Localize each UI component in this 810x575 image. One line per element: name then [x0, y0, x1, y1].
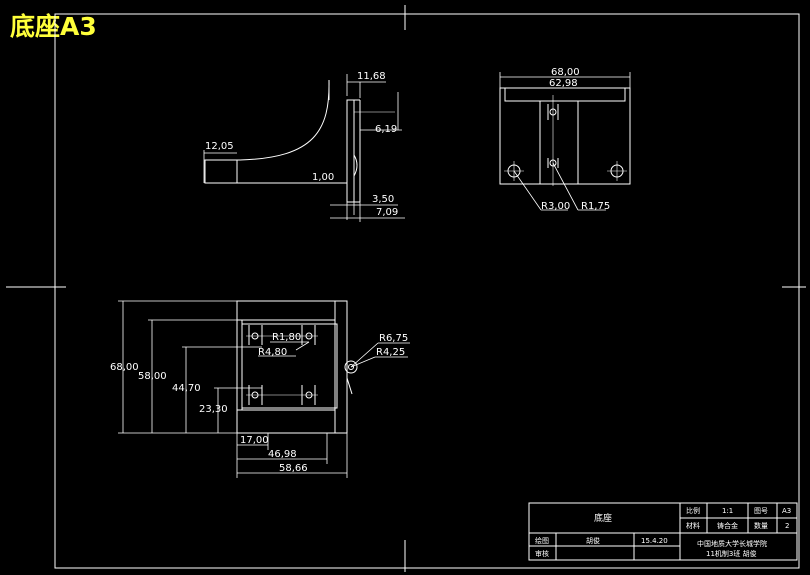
front-view-outline — [236, 300, 358, 434]
sheet-title: 底座A3 — [10, 12, 97, 41]
top-view-outline — [499, 87, 631, 186]
title-block-class-info: 11机制3班 胡俊 — [706, 549, 757, 558]
top-dim-r1-75: R1,75 — [581, 201, 610, 212]
title-block-drawing-no-label: 图号 — [754, 507, 768, 515]
side-dim-12-05: 12,05 — [205, 141, 234, 152]
front-dim-46-98: 46,98 — [268, 449, 297, 460]
title-block-drawn-name: 胡俊 — [586, 536, 600, 545]
side-dim-3-50: 3,50 — [372, 194, 394, 205]
title-block-date: 15.4.20 — [641, 537, 668, 545]
side-view-outline — [204, 79, 395, 203]
side-dim-11-68: 11,68 — [357, 71, 386, 82]
title-block-material-label: 材料 — [686, 521, 700, 530]
title-block-scale-label: 比例 — [686, 506, 700, 515]
title-block-checked-label: 审核 — [535, 549, 549, 558]
top-view-dimensions: 68,00 62,98 R3,00 R1,75 — [499, 67, 631, 212]
front-dim-44-70: 44,70 — [172, 383, 201, 394]
title-block-school: 中国地质大学长城学院 — [697, 539, 767, 548]
front-dim-23-30: 23,30 — [199, 404, 228, 415]
top-dim-62-98: 62,98 — [549, 78, 578, 89]
title-block-scale-value: 1:1 — [722, 507, 733, 515]
front-dim-r1-80: R1,80 — [272, 332, 301, 343]
title-block-part-name: 底座 — [594, 512, 612, 524]
top-dim-r3-00: R3,00 — [541, 201, 570, 212]
title-block-quantity-label: 数量 — [754, 521, 768, 530]
front-dim-58-66: 58,66 — [279, 463, 308, 474]
front-dim-r6-75: R6,75 — [379, 333, 408, 344]
front-dim-58-00: 58,00 — [138, 371, 167, 382]
side-view: 11,68 6,19 12,05 1,00 3,50 7,09 — [203, 71, 405, 222]
side-dim-6-19: 6,19 — [375, 124, 397, 135]
title-block-drawing-no-value: A3 — [782, 507, 791, 515]
side-dim-7-09: 7,09 — [376, 207, 398, 218]
front-dim-r4-25: R4,25 — [376, 347, 405, 358]
side-view-dimensions: 11,68 6,19 12,05 1,00 3,50 7,09 — [203, 71, 405, 222]
front-dim-68-00: 68,00 — [110, 362, 139, 373]
front-dim-r4-80: R4,80 — [258, 347, 287, 358]
front-view: 68,00 58,00 44,70 23,30 17,00 46,98 58,6… — [110, 300, 410, 478]
title-block-quantity-value: 2 — [785, 522, 789, 530]
front-dim-17-00: 17,00 — [240, 435, 269, 446]
sheet-border — [6, 5, 806, 572]
top-dim-68-00: 68,00 — [551, 67, 580, 78]
side-dim-1-00: 1,00 — [312, 172, 334, 183]
title-block-material-value: 铸合金 — [717, 521, 738, 530]
title-block: 底座 比例 1:1 图号 A3 材料 铸合金 数量 2 绘图 胡俊 15.4.2… — [528, 502, 798, 561]
title-block-drawn-label: 绘图 — [535, 536, 549, 545]
front-view-dimensions: 68,00 58,00 44,70 23,30 17,00 46,98 58,6… — [110, 300, 410, 478]
top-view: 68,00 62,98 R3,00 R1,75 — [499, 67, 631, 212]
